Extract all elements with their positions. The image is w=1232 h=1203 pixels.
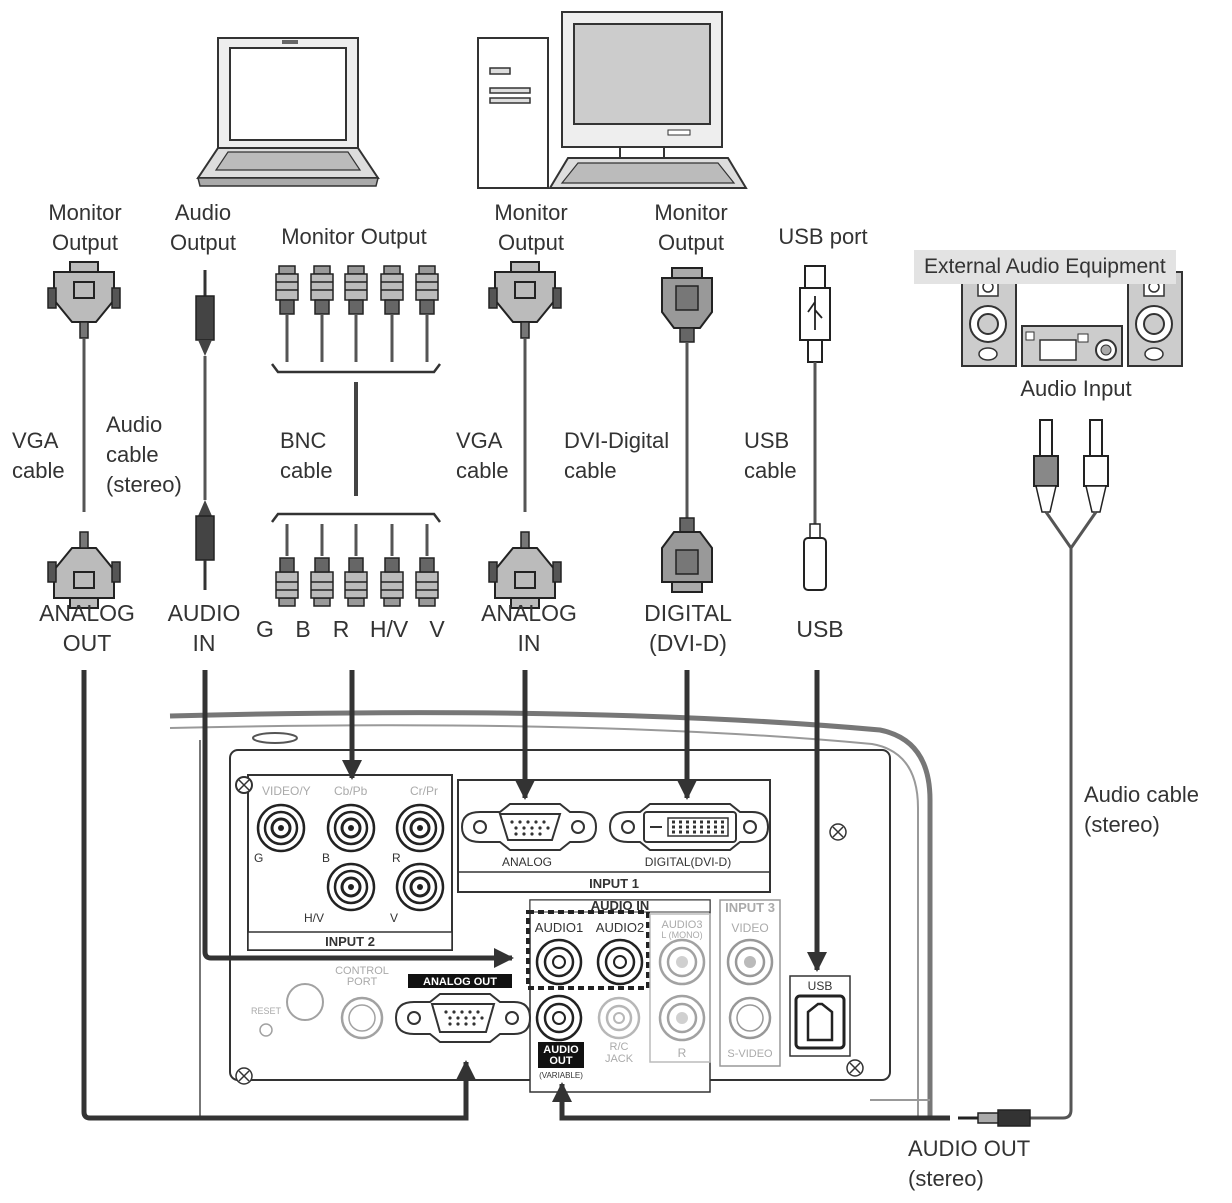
vga-cable-right [488, 261, 562, 609]
panel-input2: INPUT 2 [325, 934, 375, 949]
panel-r: R [392, 851, 401, 865]
label-usb-port: USB port [778, 224, 868, 249]
panel-audio1: AUDIO1 [535, 920, 583, 935]
label-audio-out-stereo: AUDIO OUT (stereo) [908, 1136, 1031, 1191]
label-audio-input: Audio Input [1020, 376, 1132, 401]
panel-l-mono: L (MONO) [661, 930, 702, 940]
panel-jack: JACK [605, 1053, 634, 1065]
audio-cable-laptop [195, 270, 215, 590]
panel-s-video: S-VIDEO [727, 1048, 773, 1060]
panel-video: VIDEO [731, 921, 768, 935]
usb-b-port [789, 975, 851, 1057]
bnc-cable [271, 265, 441, 607]
audio-cable-right [958, 419, 1109, 1127]
analog-out-port [394, 974, 532, 1043]
panel-hv: H/V [304, 911, 324, 925]
label-audio-in: AUDIO IN [167, 600, 241, 656]
panel-digital-dvi: DIGITAL(DVI-D) [645, 855, 731, 869]
panel-input1: INPUT 1 [589, 876, 639, 891]
laptop-icon [196, 37, 380, 187]
usb-cable [799, 265, 831, 591]
panel-reset: RESET [251, 1006, 282, 1016]
panel-r-channel: R [678, 1046, 687, 1060]
label-audio-cable-right: Audio cable (stereo) [1084, 782, 1199, 837]
label-dvi-cable: DVI-Digital cable [564, 428, 670, 483]
panel-b: B [322, 851, 330, 865]
label-bnc-r: R [332, 616, 350, 642]
panel-usb: USB [808, 979, 833, 993]
panel-port: PORT [347, 976, 378, 988]
label-pc-dvi-monitor-output: Monitor Output [654, 200, 728, 255]
panel-analog: ANALOG [502, 855, 552, 869]
panel-audio2: AUDIO2 [596, 920, 644, 935]
panel-g: G [254, 851, 263, 865]
audio-in-section [526, 899, 711, 1093]
input3-section [719, 899, 781, 1067]
panel-control: CONTROL [335, 965, 389, 977]
label-analog-in: ANALOG IN [481, 600, 577, 656]
speakers-and-amp-icon [961, 271, 1183, 367]
panel-cr-pr: Cr/Pr [410, 784, 438, 798]
control-port [259, 983, 384, 1040]
connection-arrows [81, 670, 950, 1121]
label-pc-monitor-output: Monitor Output [494, 200, 568, 255]
input1-section [457, 779, 771, 893]
label-bnc-b: B [295, 616, 311, 642]
label-external-audio-equipment: External Audio Equipment [914, 250, 1176, 284]
label-vga-cable-right: VGA cable [456, 428, 509, 483]
vga-cable-left [47, 261, 121, 609]
panel-audio-out-1: AUDIO [543, 1044, 579, 1056]
panel-analog-out: ANALOG OUT [423, 976, 497, 988]
panel-audio-in: AUDIO IN [591, 898, 650, 913]
desktop-pc-icon [477, 11, 748, 189]
label-bnc-monitor-output: Monitor Output [281, 224, 427, 249]
label-bnc-cable: BNC cable [280, 428, 333, 483]
panel-v: V [390, 911, 398, 925]
screw-icons [235, 823, 864, 1085]
panel-video-y: VIDEO/Y [262, 784, 311, 798]
panel-rc: R/C [610, 1041, 629, 1053]
label-usb-cable: USB cable [744, 428, 797, 483]
input2-section [235, 774, 453, 951]
label-bnc-g: G [256, 616, 274, 642]
panel-variable: (VARIABLE) [539, 1071, 583, 1080]
label-bnc-v: V [429, 616, 445, 642]
label-laptop-audio-output: Audio Output [169, 200, 237, 255]
dvi-cable [661, 267, 713, 593]
label-usb: USB [796, 616, 844, 642]
label-digital-dvi: DIGITAL (DVI-D) [644, 600, 732, 656]
label-analog-out: ANALOG OUT [39, 600, 135, 656]
panel-input3: INPUT 3 [725, 900, 775, 915]
panel-cb-pb: Cb/Pb [334, 784, 368, 798]
label-laptop-monitor-output: Monitor Output [48, 200, 122, 255]
label-vga-cable-left: VGA cable [12, 428, 65, 483]
panel-audio-out-2: OUT [549, 1055, 573, 1067]
label-bnc-hv: H/V [369, 616, 409, 642]
panel-audio3: AUDIO3 [662, 919, 703, 931]
label-audio-cable: Audio cable (stereo) [106, 412, 182, 497]
